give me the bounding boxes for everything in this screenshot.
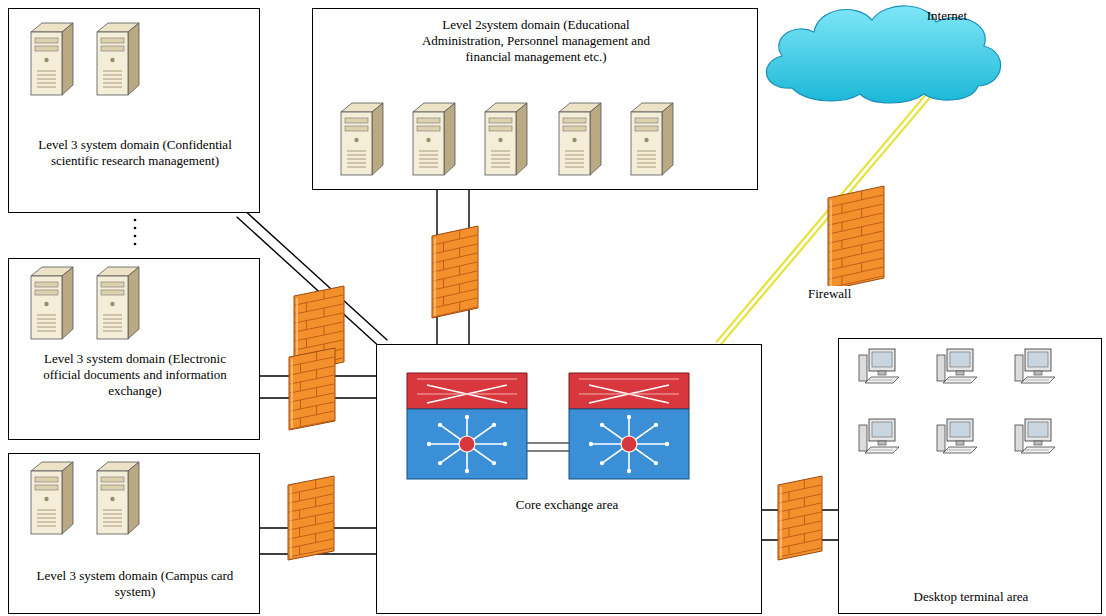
device-icons (839, 339, 1103, 615)
domain-label: Core exchange area (457, 497, 677, 513)
domain-label: Level 2system domain (Educational Admini… (401, 17, 671, 65)
server-icon (413, 103, 455, 175)
server-icon (31, 462, 73, 534)
continuation-dots (134, 219, 137, 246)
firewall-icon (289, 348, 335, 430)
desktop-pc-icon (1015, 349, 1055, 383)
server-icon (31, 267, 73, 339)
server-icon (31, 23, 73, 95)
desktop-pc-icon (859, 419, 899, 453)
desktop-pc-icon (1015, 419, 1055, 453)
domain-label: Level 3 system domain (Campus card syste… (19, 568, 251, 600)
server-icon (559, 103, 601, 175)
firewall-icon (288, 476, 334, 560)
desktop-pc-icon (937, 349, 977, 383)
domain-label: Desktop terminal area (871, 589, 1071, 605)
server-icon (485, 103, 527, 175)
network-domain-box: Level 2system domain (Educational Admini… (312, 8, 758, 190)
desktop-pc-icon (937, 419, 977, 453)
device-icons (9, 259, 261, 441)
server-icon (97, 462, 139, 534)
cloud-shape (752, 0, 1010, 104)
firewall-icon (778, 476, 822, 560)
domain-label: Level 3 system domain (Electronic offici… (39, 351, 231, 399)
device-icons (9, 9, 261, 214)
network-domain-box: Level 3 system domain (Electronic offici… (8, 258, 260, 440)
internet-cloud: Internet (752, 0, 1010, 104)
cloud-label: Internet (902, 8, 992, 24)
desktop-pc-icon (859, 349, 899, 383)
network-domain-box: Level 3 system domain (Campus card syste… (8, 453, 260, 614)
network-domain-box: Desktop terminal area (838, 338, 1102, 614)
firewall-icon (828, 186, 884, 290)
server-icon (341, 103, 383, 175)
network-domain-box: Level 3 system domain (Confidential scie… (8, 8, 260, 213)
domain-label: Level 3 system domain (Confidential scie… (19, 137, 251, 169)
firewall-icon (432, 226, 478, 318)
firewall-label: Firewall (806, 286, 853, 302)
network-domain-box: Core exchange area (376, 344, 762, 614)
server-icon (631, 103, 673, 175)
core-switch-icon (569, 373, 689, 479)
server-icon (97, 267, 139, 339)
device-icons (377, 345, 763, 615)
core-switch-icon (407, 373, 527, 479)
server-icon (97, 23, 139, 95)
